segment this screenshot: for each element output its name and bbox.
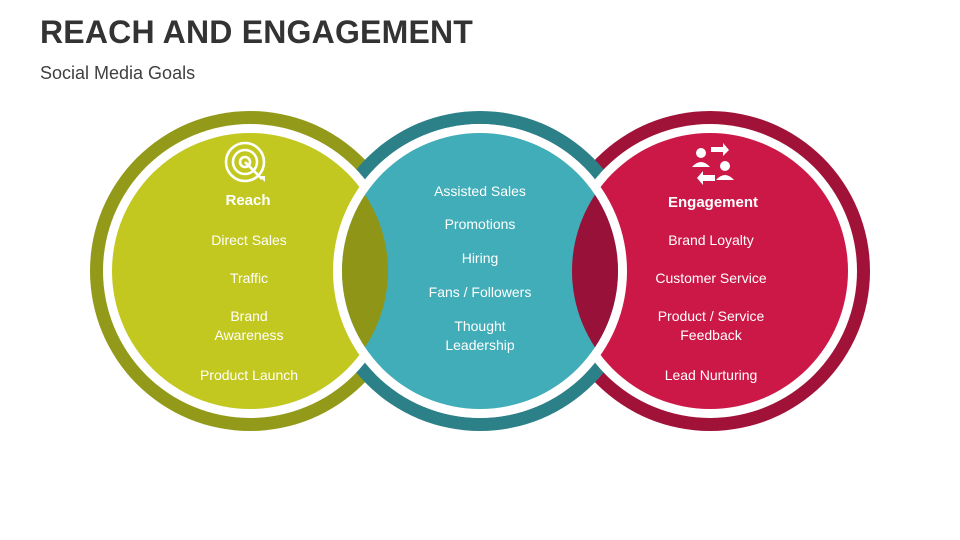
reach-item: Awareness bbox=[214, 327, 283, 343]
engagement-item: Brand Loyalty bbox=[668, 232, 754, 248]
page-subtitle: Social Media Goals bbox=[40, 63, 196, 83]
middle-item: Hiring bbox=[462, 250, 499, 266]
middle-item: Leadership bbox=[445, 337, 514, 353]
people-exchange-icon bbox=[692, 143, 734, 185]
target-icon bbox=[224, 141, 266, 183]
reach-circle bbox=[112, 133, 388, 409]
reach-item: Traffic bbox=[230, 270, 268, 286]
reach-item: Direct Sales bbox=[211, 232, 286, 248]
reach-item: Brand bbox=[230, 308, 267, 324]
engagement-item: Feedback bbox=[680, 327, 742, 343]
engagement-item: Lead Nurturing bbox=[665, 367, 758, 383]
reach-heading: Reach bbox=[225, 192, 270, 209]
engagement-item: Product / Service bbox=[658, 308, 765, 324]
middle-item: Thought bbox=[454, 318, 505, 334]
engagement-item: Customer Service bbox=[655, 270, 766, 286]
reach-item: Product Launch bbox=[200, 367, 298, 383]
page-title: REACH AND ENGAGEMENT bbox=[40, 14, 474, 50]
middle-item: Fans / Followers bbox=[429, 284, 532, 300]
middle-item: Promotions bbox=[445, 216, 516, 232]
engagement-circle bbox=[572, 133, 848, 409]
engagement-heading: Engagement bbox=[668, 194, 758, 211]
middle-item: Assisted Sales bbox=[434, 183, 526, 199]
middle-circle bbox=[342, 133, 618, 409]
